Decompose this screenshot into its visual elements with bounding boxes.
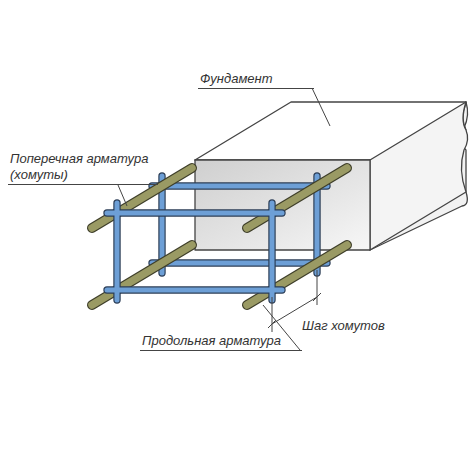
longitudinal-bar-outline <box>247 168 347 228</box>
longitudinal-bar <box>92 245 192 305</box>
stirrup-bar-outline <box>152 259 327 266</box>
longitudinal-bar-outline <box>92 168 192 228</box>
stirrup-bar <box>152 261 327 266</box>
stirrup-bar-outline <box>113 203 120 300</box>
dimension-label: Шаг хомутов <box>300 318 387 335</box>
callout-label: Продольная арматура <box>140 333 302 351</box>
stirrup-bar <box>270 203 275 300</box>
stirrup-bar-outline <box>107 209 282 216</box>
stirrup-bar <box>107 288 282 293</box>
callout-label: Поперечная арматура (хомуты) <box>8 151 158 185</box>
stirrup-bar <box>152 184 327 189</box>
stirrup <box>107 203 282 300</box>
longitudinal-bars <box>92 168 347 305</box>
leader-lines <box>118 88 330 350</box>
stirrup-bar <box>115 203 120 300</box>
leader-line <box>312 88 330 126</box>
side-face <box>370 102 468 250</box>
stirrup-bar-outline <box>107 286 282 293</box>
longitudinal-bar-outline <box>247 245 347 305</box>
foundation-block <box>195 102 468 250</box>
rebar-cage <box>92 168 347 305</box>
side-face <box>195 102 468 250</box>
dimension-tick <box>313 293 321 301</box>
leader-line <box>118 185 127 206</box>
stirrup-bar-outline <box>268 203 275 300</box>
callout-label: Фундамент <box>198 71 314 89</box>
stirrup-bar-outline <box>152 182 327 189</box>
longitudinal-bar <box>247 168 347 228</box>
longitudinal-bar <box>92 168 192 228</box>
extension-line <box>272 297 273 332</box>
front-face <box>195 160 370 250</box>
stirrup-bar <box>107 211 282 216</box>
longitudinal-bar <box>247 245 347 305</box>
extension-line <box>317 270 318 305</box>
dimension-tick <box>268 320 276 328</box>
longitudinal-bar-outline <box>92 245 192 305</box>
